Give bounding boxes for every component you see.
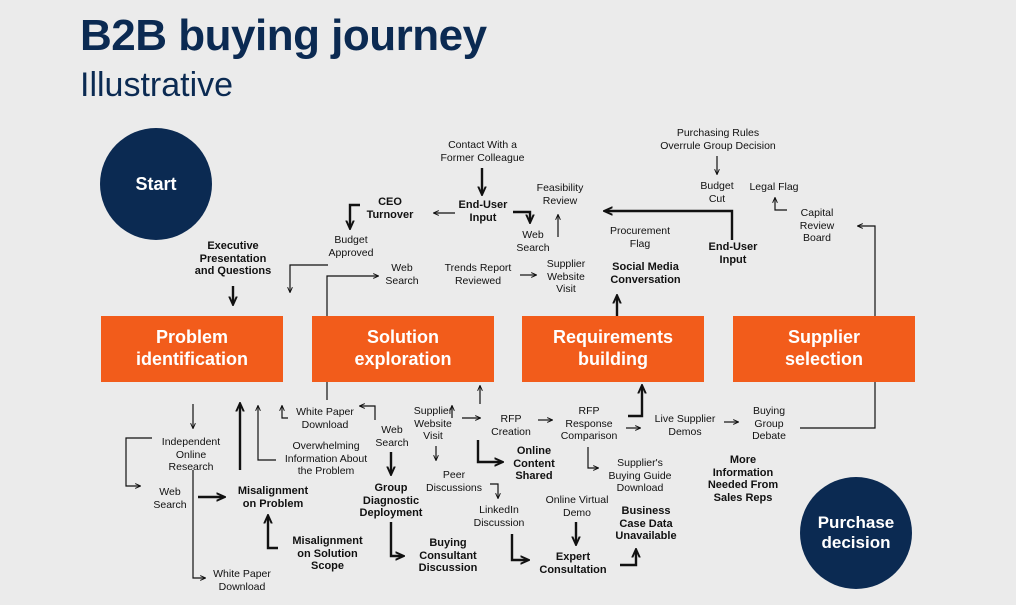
arrow-expert-to-business: [620, 550, 636, 567]
label-trends-report: Trends Report Reviewed: [444, 262, 512, 287]
label-white-paper-download-2: White Paper Download: [213, 568, 271, 593]
page-subtitle: Illustrative: [80, 66, 234, 104]
label-capital-review: Capital Review Board: [799, 207, 835, 244]
label-web-search-mid: Web Search: [375, 424, 409, 449]
label-online-content-shared: Online Content Shared: [513, 445, 555, 482]
label-executive-presentation: Executive Presentation and Questions: [194, 240, 272, 277]
arrow-solution-to-websearch: [326, 276, 378, 316]
label-web-search-top2: Web Search: [385, 262, 419, 287]
label-ceo-turnover: CEO Turnover: [366, 196, 414, 221]
label-linkedin-discussion: LinkedIn Discussion: [473, 504, 525, 529]
purchase-decision-label: Purchase decision: [817, 512, 895, 552]
label-rfp-creation: RFP Creation: [491, 413, 531, 438]
label-online-virtual-demo: Online Virtual Demo: [545, 494, 609, 519]
arrow-scope-to-misalignment: [268, 516, 278, 550]
label-independent-research: Independent Online Research: [161, 436, 221, 473]
label-supplier-website-visit-bottom: Supplier Website Visit: [413, 405, 453, 442]
arrow-websearch-mid-to-whitepaper: [360, 406, 376, 420]
label-contact-colleague: Contact With a Former Colleague: [440, 139, 525, 164]
arrow-debate-to-supplier: [800, 382, 876, 429]
arrow-comparison-to-requirements: [628, 386, 642, 418]
label-suppliers-guide: Supplier's Buying Guide Download: [608, 457, 672, 494]
label-more-info: More Information Needed From Sales Reps: [707, 454, 779, 504]
label-white-paper-download-1: White Paper Download: [296, 406, 354, 431]
arrow-capital-to-legal: [775, 198, 787, 211]
label-misalignment-scope: Misalignment on Solution Scope: [292, 535, 363, 572]
label-overwhelming-info: Overwhelming Information About the Probl…: [284, 440, 368, 477]
label-rfp-comparison: RFP Response Comparison: [560, 405, 618, 442]
label-procurement-flag: Procurement Flag: [609, 225, 671, 250]
arrow-comparison-to-guide: [587, 447, 598, 468]
label-live-demos: Live Supplier Demos: [654, 413, 716, 438]
label-supplier-website-visit-top: Supplier Website Visit: [546, 258, 586, 295]
arrow-research-to-whitepaper: [192, 470, 205, 578]
label-misalignment-problem: Misalignment on Problem: [237, 485, 309, 510]
arrow-linkedin-to-expert: [510, 534, 528, 560]
label-web-search-top: Web Search: [516, 229, 550, 254]
arrow-supplier-to-content: [476, 440, 502, 462]
arrow-enduser-to-websearch: [513, 210, 530, 222]
page-title: B2B buying journey: [80, 11, 487, 60]
stage-solution-exploration: Solution exploration: [312, 316, 494, 382]
start-label: Start: [135, 173, 177, 194]
label-peer-discussions: Peer Discussions: [425, 469, 483, 494]
arrow-supplier-to-capital: [858, 226, 876, 316]
arrow-whitepaper-to-problem: [282, 406, 288, 419]
label-expert-consultation: Expert Consultation: [539, 551, 607, 576]
stage-requirements-building: Requirements building: [522, 316, 704, 382]
label-web-search-bottom: Web Search: [153, 486, 187, 511]
label-feasibility-review: Feasibility Review: [536, 182, 584, 207]
label-social-media: Social Media Conversation: [610, 261, 681, 286]
label-group-debate: Buying Group Debate: [752, 405, 786, 442]
label-buying-consultant: Buying Consultant Discussion: [418, 537, 478, 574]
label-business-case: Business Case Data Unavailable: [615, 505, 677, 542]
label-end-user-input-2: End-User Input: [708, 241, 758, 266]
label-budget-cut: Budget Cut: [700, 180, 734, 205]
arrow-research-to-websearch: [125, 437, 152, 486]
label-purchasing-rules: Purchasing Rules Overrule Group Decision: [660, 127, 776, 152]
stage-supplier-selection: Supplier selection: [733, 316, 915, 382]
arrow-budget-to-down: [290, 264, 328, 292]
label-budget-approved: Budget Approved: [328, 234, 374, 259]
arrow-ceo-to-budget: [350, 203, 360, 228]
label-legal-flag: Legal Flag: [749, 181, 799, 193]
label-end-user-input-1: End-User Input: [458, 199, 508, 224]
stage-problem-identification: Problem identification: [101, 316, 283, 382]
start-circle: Start: [100, 128, 212, 240]
arrow-peer-to-linkedin: [490, 483, 498, 498]
label-group-diagnostic: Group Diagnostic Deployment: [359, 482, 423, 519]
purchase-decision-circle: Purchase decision: [800, 477, 912, 589]
arrow-enduser2-to-left: [605, 211, 734, 240]
arrow-overwhelming-to-problem: [258, 406, 276, 461]
arrow-group-to-consultant: [389, 522, 403, 556]
